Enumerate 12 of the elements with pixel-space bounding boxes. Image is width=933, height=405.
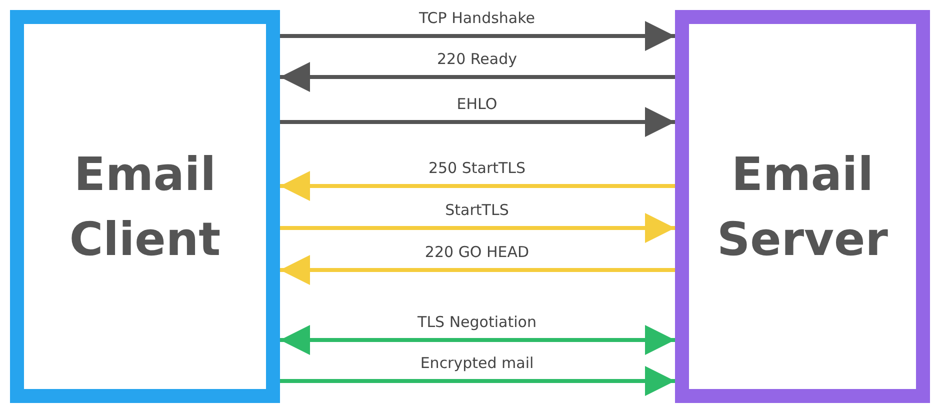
node-box xyxy=(675,10,930,403)
arrow xyxy=(280,62,675,92)
arrow xyxy=(280,107,675,137)
node-title: Email Server xyxy=(716,146,889,268)
arrow xyxy=(280,255,675,285)
arrow xyxy=(280,21,675,51)
arrow xyxy=(280,325,675,355)
arrow xyxy=(280,213,675,243)
node-title: Email Client xyxy=(68,146,222,268)
arrow xyxy=(280,366,675,396)
node-box xyxy=(10,10,280,403)
arrow xyxy=(280,171,675,201)
